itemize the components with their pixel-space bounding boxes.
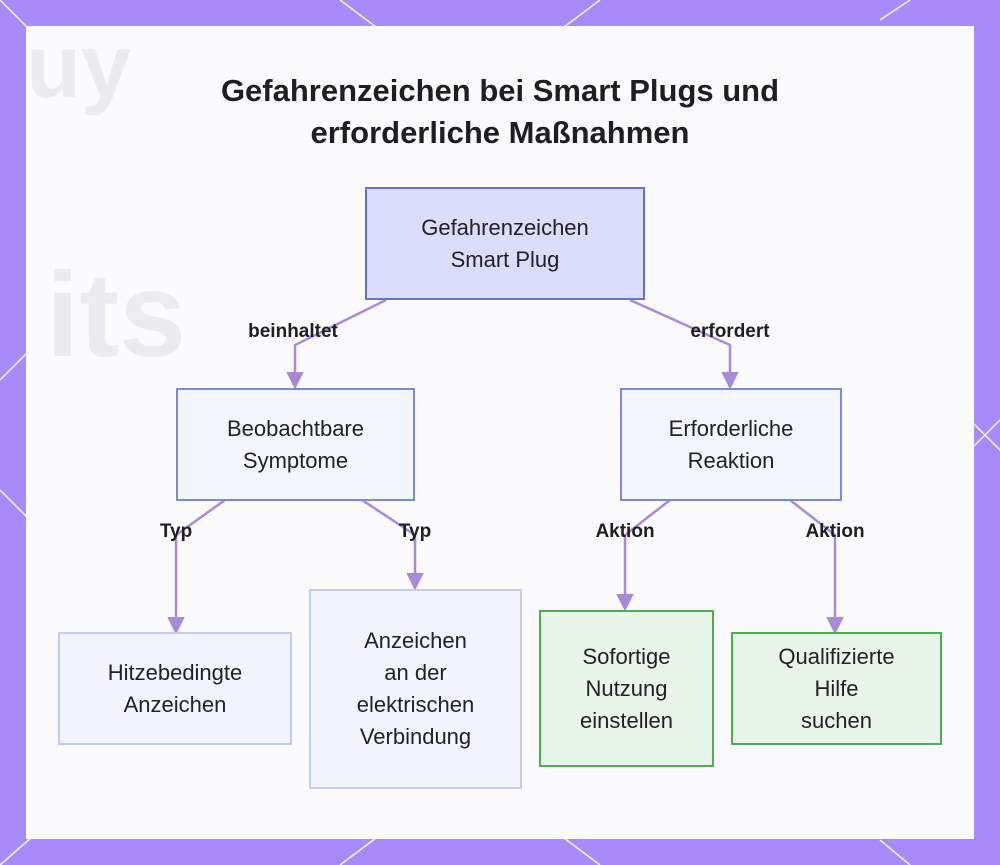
title-line-2: erforderliche Maßnahmen xyxy=(310,115,690,150)
diagram-title: Gefahrenzeichen bei Smart Plugs und erfo… xyxy=(0,70,1000,154)
node-label: Qualifizierte Hilfe suchen xyxy=(778,643,895,733)
node-label: Beobachtbare Symptome xyxy=(227,415,364,473)
edge-label-typ-electrical: Typ xyxy=(398,521,432,542)
node-anzeichen-elektrische-verbindung: Anzeichen an der elektrischen Verbindung xyxy=(309,589,522,789)
edge-symptoms-heat xyxy=(167,498,226,635)
node-label: Gefahrenzeichen Smart Plug xyxy=(421,214,589,272)
edge-label-beinhaltet: beinhaltet xyxy=(248,321,338,342)
background-watermark: its xyxy=(46,248,187,382)
edge-label-erfordert: erfordert xyxy=(690,321,770,342)
edge-root-symptoms xyxy=(286,298,387,390)
edge-root-reaction xyxy=(629,298,739,390)
node-label: Anzeichen an der elektrischen Verbindung xyxy=(356,628,475,749)
edge-label-aktion-stop: Aktion xyxy=(595,521,655,542)
background-watermark: uy xyxy=(26,26,132,117)
title-line-1: Gefahrenzeichen bei Smart Plugs und xyxy=(220,73,780,108)
node-erforderliche-reaktion: Erforderliche Reaktion xyxy=(620,388,842,501)
node-label: Sofortige Nutzung einstellen xyxy=(580,643,673,733)
node-hitzebedingte-anzeichen: Hitzebedingte Anzeichen xyxy=(58,632,292,745)
edge-label-typ-heat: Typ xyxy=(159,521,193,542)
edge-label-aktion-help: Aktion xyxy=(805,521,865,542)
node-beobachtbare-symptome: Beobachtbare Symptome xyxy=(176,388,415,501)
edge-reaction-help xyxy=(789,499,844,635)
node-sofortige-nutzung-einstellen: Sofortige Nutzung einstellen xyxy=(539,610,714,767)
node-label: Hitzebedingte Anzeichen xyxy=(107,659,243,717)
node-gefahrenzeichen-smart-plug: Gefahrenzeichen Smart Plug xyxy=(365,187,645,300)
node-label: Erforderliche Reaktion xyxy=(668,415,794,473)
node-qualifizierte-hilfe-suchen: Qualifizierte Hilfe suchen xyxy=(731,632,942,745)
edge-reaction-stop xyxy=(616,499,671,612)
edge-symptoms-electrical xyxy=(361,498,424,591)
